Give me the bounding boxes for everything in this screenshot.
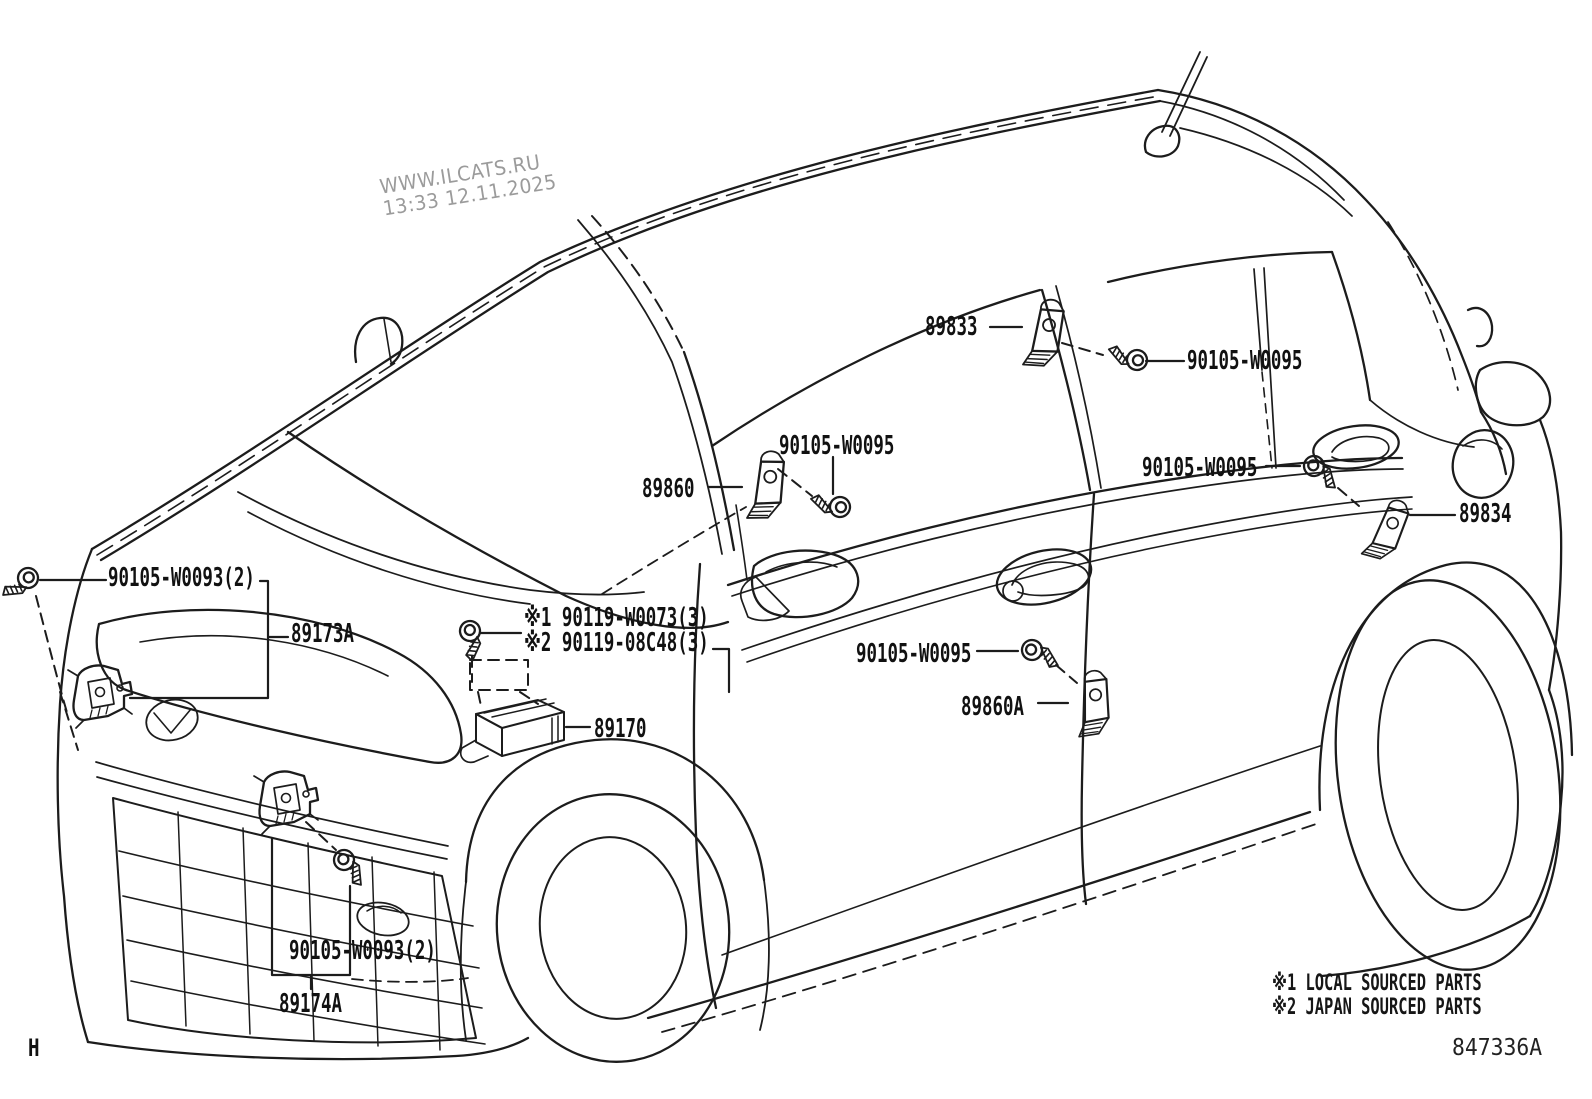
part-label-90119-w0073: ※1 90119-W0073(3) (524, 603, 709, 633)
front-door-handle (995, 548, 1093, 606)
part-label-90105-w0093-upper: 90105-W0093(2) (108, 563, 255, 593)
part-label-89860: 89860 (642, 474, 695, 504)
front-grille (95, 761, 486, 1051)
legend-note-japan-sourced: ※2 JAPAN SOURCED PARTS (1272, 995, 1482, 1020)
sensor-89860a-icon (1075, 668, 1116, 742)
headlight (95, 608, 463, 764)
part-label-89833: 89833 (925, 312, 978, 342)
part-label-90105-w0095-quarter: 90105-W0095 (1142, 453, 1258, 483)
legend-note-local-sourced: ※1 LOCAL SOURCED PARTS (1272, 971, 1482, 996)
rear-door-handle (1312, 424, 1400, 470)
leader-lines (38, 325, 1457, 991)
airbag-ecu-89170-icon (459, 698, 565, 764)
fuel-filler-door (1451, 429, 1515, 499)
part-label-89860a: 89860A (961, 692, 1024, 722)
far-mirror-bump (353, 316, 404, 366)
page-marker: H (28, 1034, 40, 1062)
rear-wheel-arch (1318, 561, 1574, 812)
part-label-89170: 89170 (594, 714, 647, 744)
fog-lamp (356, 901, 410, 937)
drawing-number: 847336A (1452, 1035, 1543, 1061)
car-body-outline (56, 51, 1574, 1063)
sensor-89173a-icon (66, 664, 134, 730)
part-label-90119-08c48: ※2 90119-08C48(3) (524, 628, 709, 658)
part-label-89173a: 89173A (291, 619, 354, 649)
part-icons (0, 295, 1420, 891)
part-label-90105-w0095-rear-door: 90105-W0095 (856, 639, 972, 669)
part-label-90105-w0093-lower: 90105-W0093(2) (289, 936, 436, 966)
brand-emblem (145, 698, 199, 742)
rear-lamp (1474, 360, 1552, 427)
front-wheel-arch (464, 738, 766, 884)
assembly-dashed-lines (35, 342, 1360, 851)
part-label-90105-w0095-front-pillar: 90105-W0095 (779, 431, 895, 461)
part-label-89834: 89834 (1459, 499, 1512, 529)
front-wheel (495, 793, 731, 1063)
sensor-89834-icon (1358, 495, 1420, 569)
door-mirror (739, 549, 860, 622)
roof-antenna (1143, 51, 1208, 158)
part-label-90105-w0095-center-pillar: 90105-W0095 (1187, 346, 1303, 376)
rear-wheel (1334, 579, 1562, 971)
part-label-89174a: 89174A (279, 989, 342, 1019)
